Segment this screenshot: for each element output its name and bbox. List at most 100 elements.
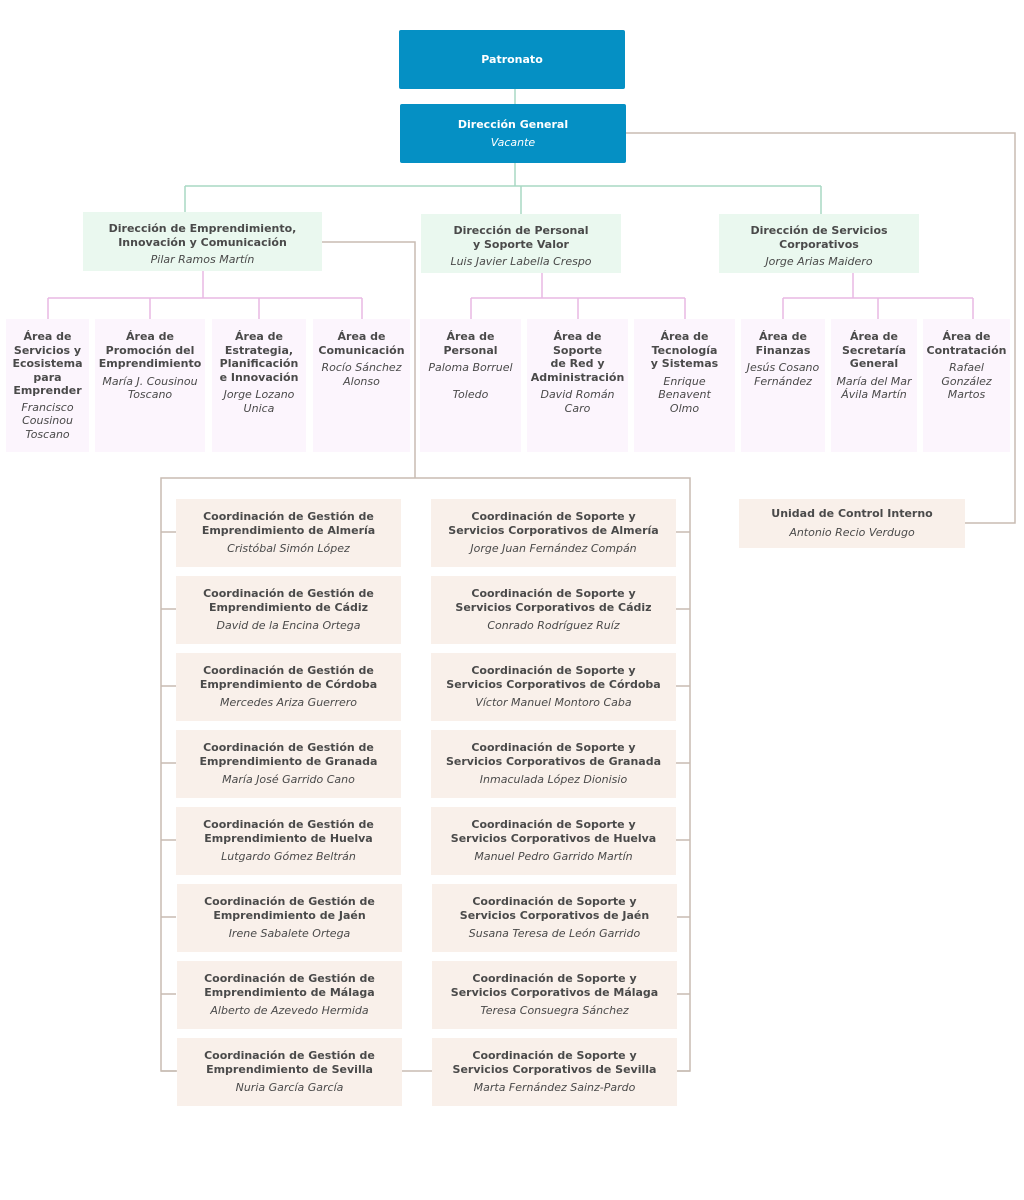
direction-title: Dirección de Emprendimiento, Innovación …: [108, 222, 297, 249]
direction-title: Dirección de Personal y Soporte Valor: [453, 224, 589, 251]
coordination-box: Coordinación de Soporte y Servicios Corp…: [432, 884, 677, 952]
direction-name: Pilar Ramos Martín: [150, 253, 255, 266]
coordination-title: Coordinación de Gestión de Emprendimient…: [204, 895, 375, 922]
control-interno-title: Unidad de Control Interno: [771, 507, 933, 520]
coordination-title: Coordinación de Gestión de Emprendimient…: [201, 510, 376, 537]
area-title: Área de Servicios y Ecosistema para Empr…: [12, 330, 83, 397]
area-title: Área de Personal: [443, 330, 498, 357]
coordination-box: Coordinación de Soporte y Servicios Corp…: [431, 653, 676, 721]
coordination-title: Coordinación de Soporte y Servicios Corp…: [459, 895, 650, 922]
coordination-box: Coordinación de Gestión de Emprendimient…: [177, 884, 402, 952]
area-box: Área de Comunicación Rocío Sánchez Alons…: [313, 319, 410, 452]
direction-name: Luis Javier Labella Crespo: [450, 255, 592, 268]
area-title: Área de Soporte de Red y Administración: [530, 330, 625, 384]
connector-dg-control: [626, 132, 1016, 524]
coordination-box: Coordinación de Gestión de Emprendimient…: [177, 1038, 402, 1106]
coordination-name: Teresa Consuegra Sánchez: [480, 1004, 629, 1017]
coordination-name: Mercedes Ariza Guerrero: [219, 696, 358, 709]
coordination-title: Coordinación de Soporte y Servicios Corp…: [452, 1049, 657, 1076]
coordination-title: Coordinación de Gestión de Emprendimient…: [199, 741, 378, 768]
connector-dir2-areas: [470, 273, 686, 319]
coordination-name: Irene Sabalete Ortega: [228, 927, 351, 940]
area-title: Área de Secretaría General: [841, 330, 907, 370]
coordination-name: Alberto de Azevedo Hermida: [210, 1004, 369, 1017]
area-name: Jorge Lozano Unica: [223, 388, 295, 415]
coordination-name: Susana Teresa de León Garrido: [468, 927, 641, 940]
control-interno-box: Unidad de Control Interno Antonio Recio …: [739, 499, 965, 548]
coordination-name: Nuria García García: [235, 1081, 344, 1094]
coordination-name: Marta Fernández Sainz-Pardo: [473, 1081, 636, 1094]
coordination-title: Coordinación de Gestión de Emprendimient…: [204, 972, 375, 999]
direction-name: Jorge Arias Maidero: [765, 255, 873, 268]
coordination-title: Coordinación de Soporte y Servicios Corp…: [445, 741, 662, 768]
area-box: Área de Promoción del Emprendimiento Mar…: [95, 319, 205, 452]
coordination-name: Lutgardo Gómez Beltrán: [221, 850, 356, 863]
coordination-title: Coordinación de Gestión de Emprendimient…: [199, 664, 378, 691]
coordination-title: Coordinación de Gestión de Emprendimient…: [204, 1049, 375, 1076]
coordination-box: Coordinación de Gestión de Emprendimient…: [176, 730, 401, 798]
area-title: Área de Tecnología y Sistemas: [650, 330, 719, 370]
area-name: Rafael González Martos: [941, 361, 992, 401]
patronato-box: Patronato: [399, 30, 625, 89]
coordination-title: Coordinación de Soporte y Servicios Corp…: [450, 972, 659, 999]
coordination-box: Coordinación de Gestión de Emprendimient…: [176, 653, 401, 721]
coordination-box: Coordinación de Soporte y Servicios Corp…: [431, 576, 676, 644]
area-box: Área de Finanzas Jesús Cosano Fernández: [741, 319, 825, 452]
direccion-general-name: Vacante: [490, 135, 536, 149]
area-box: Área de Tecnología y Sistemas Enrique Be…: [634, 319, 735, 452]
area-title: Área de Comunicación: [318, 330, 405, 357]
coordination-title: Coordinación de Soporte y Servicios Corp…: [450, 818, 657, 845]
connector-dg-directions: [184, 163, 822, 214]
coordination-name: Jorge Juan Fernández Compán: [470, 542, 637, 555]
area-box: Área de Estrategia, Planificación e Inno…: [212, 319, 306, 452]
coordination-box: Coordinación de Soporte y Servicios Corp…: [431, 730, 676, 798]
area-box: Área de Secretaría General María del Mar…: [831, 319, 917, 452]
direccion-general-box: Dirección General Vacante: [400, 104, 626, 163]
coordination-title: Coordinación de Soporte y Servicios Corp…: [448, 510, 659, 537]
coordination-name: Inmaculada López Dionisio: [479, 773, 628, 786]
coordination-name: María José Garrido Cano: [222, 773, 355, 786]
area-name: Paloma Borruel Toledo: [428, 361, 513, 401]
area-name: María J. Cousinou Toscano: [102, 374, 198, 402]
connector-ticks: [161, 531, 690, 1072]
coordination-name: Conrado Rodríguez Ruíz: [487, 619, 620, 632]
coordination-name: Cristóbal Simón López: [227, 542, 350, 555]
coordination-box: Coordinación de Soporte y Servicios Corp…: [431, 499, 676, 567]
area-box: Área de Servicios y Ecosistema para Empr…: [6, 319, 89, 452]
coordination-title: Coordinación de Gestión de Emprendimient…: [203, 818, 374, 845]
area-title: Área de Estrategia, Planificación e Inno…: [219, 330, 299, 384]
connector-dir1-areas: [47, 271, 363, 319]
coordination-box: Coordinación de Gestión de Emprendimient…: [176, 807, 401, 875]
coordination-name: Manuel Pedro Garrido Martín: [474, 850, 633, 863]
area-box: Área de Contratación Rafael González Mar…: [923, 319, 1010, 452]
coordination-name: David de la Encina Ortega: [216, 619, 361, 632]
direction-title: Dirección de Servicios Corporativos: [750, 224, 888, 251]
area-name: Jesús Cosano Fernández: [746, 361, 820, 388]
area-name: Enrique Benavent Olmo: [658, 374, 711, 415]
patronato-title: Patronato: [481, 52, 543, 66]
coordination-title: Coordinación de Soporte y Servicios Corp…: [446, 664, 661, 691]
coordination-box: Coordinación de Soporte y Servicios Corp…: [432, 1038, 677, 1106]
coordination-box: Coordinación de Soporte y Servicios Corp…: [432, 961, 677, 1029]
area-box: Área de Personal Paloma Borruel Toledo: [420, 319, 521, 452]
area-box: Área de Soporte de Red y Administración …: [527, 319, 628, 452]
direccion-general-title: Dirección General: [457, 118, 569, 131]
coordination-title: Coordinación de Soporte y Servicios Corp…: [455, 587, 652, 614]
area-name: María del Mar Ávila Martín: [836, 374, 912, 402]
direction-box-emprendimiento: Dirección de Emprendimiento, Innovación …: [83, 212, 322, 271]
coordination-box: Coordinación de Soporte y Servicios Corp…: [431, 807, 676, 875]
area-title: Área de Promoción del Emprendimiento: [98, 330, 202, 370]
coordination-box: Coordinación de Gestión de Emprendimient…: [176, 576, 401, 644]
area-title: Área de Contratación: [926, 330, 1007, 357]
connector-dir3-areas: [782, 273, 974, 319]
direction-box-personal: Dirección de Personal y Soporte Valor Lu…: [421, 214, 621, 273]
coordination-box: Coordinación de Gestión de Emprendimient…: [177, 961, 402, 1029]
coordination-box: Coordinación de Gestión de Emprendimient…: [176, 499, 401, 567]
direction-box-servicios: Dirección de Servicios Corporativos Jorg…: [719, 214, 919, 273]
area-name: David Román Caro: [540, 388, 615, 415]
coordination-name: Víctor Manuel Montoro Caba: [475, 696, 632, 709]
coordination-title: Coordinación de Gestión de Emprendimient…: [203, 587, 374, 614]
area-name: Rocío Sánchez Alonso: [321, 361, 402, 388]
area-name: Francisco Cousinou Toscano: [21, 400, 74, 441]
